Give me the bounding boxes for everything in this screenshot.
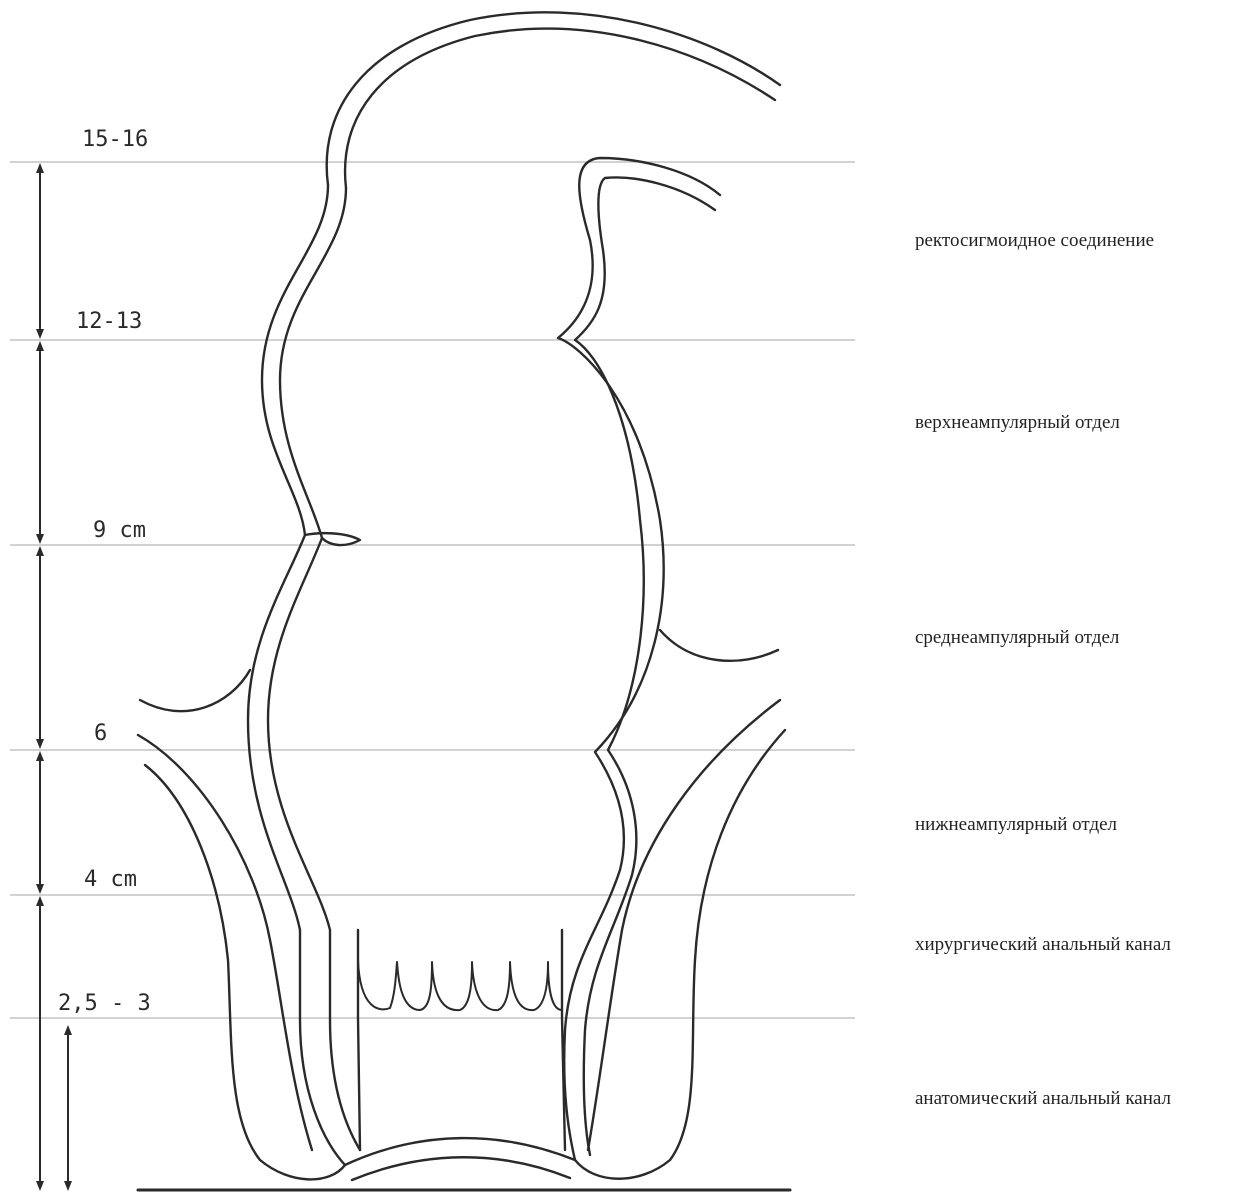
section-label-anatomical-anal-canal: анатомический анальный канал [915, 1086, 1215, 1112]
section-label-lower-ampullary: нижнеампулярный отдел [915, 812, 1245, 838]
rectum-right-outer-wall [558, 158, 720, 1160]
anal-verge-arch-inner [352, 1157, 570, 1180]
sigmoid-inner-wall [345, 29, 775, 188]
level-label-6: 6 [94, 721, 107, 746]
section-label-surgical-anal-canal: хирургический анальный канал [915, 932, 1215, 958]
anal-verge-arch [345, 1138, 575, 1165]
level-label-9: 9 cm [93, 518, 146, 543]
section-label-rectosigmoid: ректосигмоидное соединение [915, 228, 1245, 254]
left-sphincter-outer [145, 765, 345, 1179]
right-sphincter-outer [575, 730, 785, 1179]
anal-columns [358, 960, 562, 1010]
level-label-4: 4 cm [84, 867, 137, 892]
rectum-outline [138, 12, 790, 1190]
level-label-12-13: 12-13 [76, 309, 142, 334]
right-pelvic-floor-lower [588, 700, 780, 1150]
left-rectal-valve [305, 533, 360, 545]
section-label-middle-ampullary: среднеампулярный отдел [915, 625, 1245, 651]
sigmoid-outer-wall [327, 12, 780, 185]
level-label-15-16: 15-16 [82, 127, 148, 152]
left-pelvic-floor-upper [140, 670, 250, 711]
dimension-arrows [40, 168, 68, 1186]
section-label-upper-ampullary: верхнеампулярный отдел [915, 410, 1245, 436]
right-pelvic-floor-upper [660, 630, 778, 661]
level-label-2-5-3: 2,5 - 3 [58, 991, 151, 1016]
